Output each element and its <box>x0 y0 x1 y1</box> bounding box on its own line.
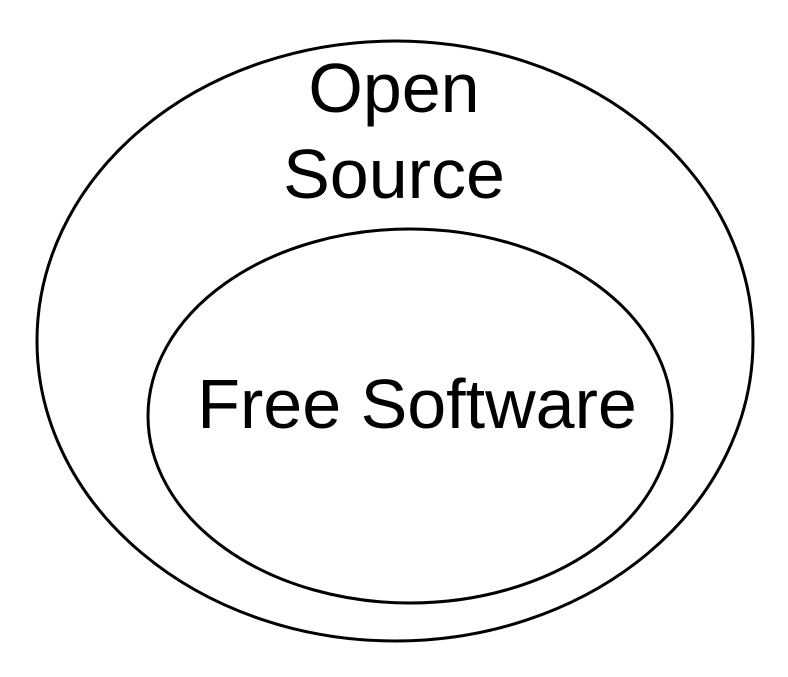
open-source-ellipse <box>35 39 755 643</box>
free-software-ellipse <box>146 227 674 605</box>
open-source-label-line-2: Source <box>283 135 505 213</box>
free-software-label: Free Software <box>197 365 637 443</box>
open-source-label-line-1: Open <box>308 49 479 127</box>
